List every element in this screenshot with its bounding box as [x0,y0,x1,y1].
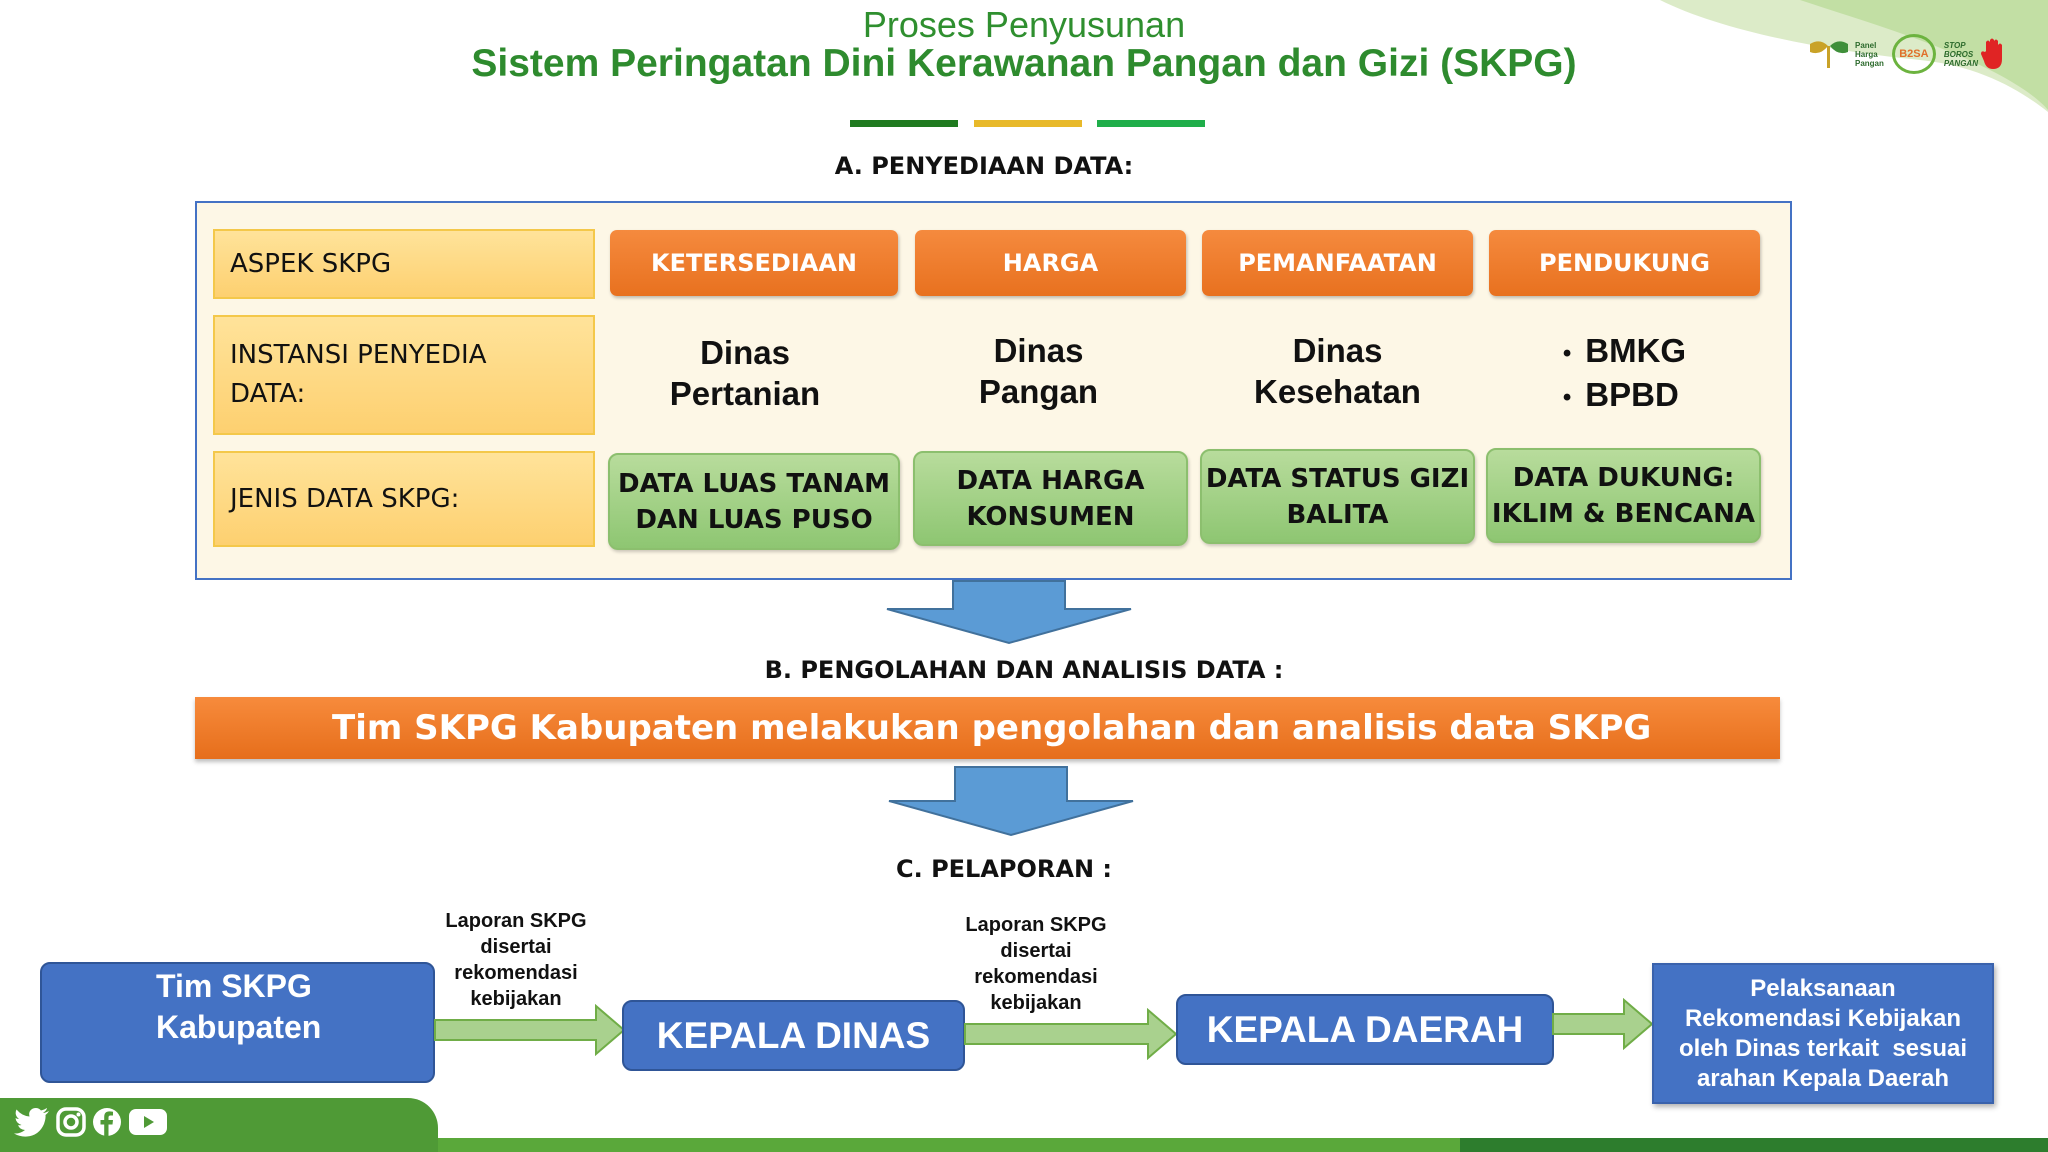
final-line: arahan Kepala Daerah [1696,1064,1950,1092]
right-arrow-icon [1552,998,1654,1050]
jenis-line: KONSUMEN [966,501,1135,532]
instansi-pangan: Dinas Pangan [915,330,1162,424]
jenis-line: DAN LUAS PUSO [635,504,873,535]
report-note-1: Laporan SKPG disertai rekomendasi kebija… [416,908,616,1012]
box-line: Tim SKPG [156,968,312,1004]
title-bar-yellow [974,120,1082,127]
instansi-list-item: BMKG [1563,330,1686,374]
instansi-list: BMKG BPBD [1563,330,1686,418]
jenis-line: DATA DUKUNG: [1512,462,1735,493]
jenis-line: DATA HARGA [956,465,1145,496]
stop-boros-pangan-logo: STOP BOROS PANGAN [1944,37,2006,71]
decorative-wave [1660,0,2048,112]
jenis-status-gizi: DATA STATUS GIZI BALITA [1200,449,1475,544]
page-title: Sistem Peringatan Dini Kerawanan Pangan … [471,42,1577,85]
jenis-line: BALITA [1286,499,1389,530]
tim-skpg-box: Tim SKPG Kabupaten [40,962,435,1083]
jenis-line: IKLIM & BENCANA [1491,498,1756,529]
section-b-heading: B. PENGOLAHAN DAN ANALISIS DATA : [764,656,1284,684]
note-line: Laporan SKPG [965,914,1107,936]
footer-band-dark [1460,1138,2048,1152]
report-note-2: Laporan SKPG disertai rekomendasi kebija… [936,912,1136,1016]
title-bar-lightgreen [1097,120,1205,127]
logo-text-line: Harga [1855,49,1878,59]
logo-text-line: Panel [1855,40,1877,50]
note-line: disertai [1000,940,1072,962]
instansi-line: Dinas [993,332,1084,369]
facebook-icon[interactable] [92,1107,122,1137]
instansi-line: Pertanian [669,375,821,412]
instansi-line: Pangan [978,373,1099,410]
aspek-ketersediaan: KETERSEDIAAN [610,230,898,296]
youtube-icon[interactable] [128,1107,168,1137]
instagram-icon[interactable] [56,1107,86,1137]
social-tab [0,1098,438,1152]
instansi-line: Dinas [1292,332,1383,369]
final-line: Rekomendasi Kebijakan [1684,1004,1962,1032]
analysis-bar: Tim SKPG Kabupaten melakukan pengolahan … [195,697,1780,759]
row-label-jenis: JENIS DATA SKPG: [213,451,595,547]
title-bar-green [850,120,958,127]
section-c-heading: C. PELAPORAN : [895,855,1113,883]
social-icons [14,1104,168,1140]
down-arrow-icon [888,766,1134,837]
instansi-pertanian: Dinas Pertanian [610,332,880,426]
stop-hand-icon [1980,38,2002,69]
instansi-line: Kesehatan [1254,373,1421,410]
policy-implementation-box: Pelaksanaan Rekomendasi Kebijakan oleh D… [1652,963,1994,1104]
page-subtitle: Proses Penyusunan [862,4,1186,45]
note-line: rekomendasi [974,966,1098,988]
aspek-pemanfaatan: PEMANFAATAN [1202,230,1473,296]
note-line: kebijakan [470,988,562,1010]
logo-group: Panel Harga Pangan B2SA STOP BOROS PANGA… [1806,32,2016,76]
panel-harga-pangan-logo: Panel Harga Pangan [1806,38,1884,70]
aspek-harga: HARGA [915,230,1186,296]
aspek-pendukung: PENDUKUNG [1489,230,1760,296]
right-arrow-icon [434,1004,626,1056]
down-arrow-icon [886,580,1132,645]
note-line: rekomendasi [454,962,578,984]
instansi-kesehatan: Dinas Kesehatan [1202,330,1473,424]
row-label-instansi: INSTANSI PENYEDIA DATA: [213,315,595,435]
b2sa-logo: B2SA [1891,34,1936,74]
note-line: kebijakan [990,992,1082,1014]
final-line: Pelaksanaan [1750,974,1896,1002]
box-line: Kabupaten [156,1009,322,1045]
jenis-line: DATA STATUS GIZI [1205,463,1470,494]
jenis-line: DATA LUAS TANAM [617,468,891,499]
leaf-icon [1810,41,1848,68]
note-line: Laporan SKPG [445,910,587,932]
section-a-heading: A. PENYEDIAAN DATA: [834,152,1134,180]
logo-text-line: PANGAN [1943,58,1978,68]
instansi-list-item: BPBD [1563,374,1686,418]
jenis-harga-konsumen: DATA HARGA KONSUMEN [913,451,1188,546]
twitter-icon[interactable] [14,1107,50,1137]
instansi-pendukung: BMKG BPBD [1489,330,1760,424]
logo-text-line: Pangan [1855,58,1884,68]
kepala-dinas-box: KEPALA DINAS [622,1000,965,1071]
jenis-luas-tanam: DATA LUAS TANAM DAN LUAS PUSO [608,453,900,550]
jenis-data-dukung: DATA DUKUNG: IKLIM & BENCANA [1486,448,1761,543]
instansi-line: Dinas [700,334,790,371]
row-label-aspek: ASPEK SKPG [213,229,595,299]
kepala-daerah-box: KEPALA DAERAH [1176,994,1554,1065]
logo-text-line: BOROS [1943,49,1974,59]
note-line: disertai [480,936,552,958]
right-arrow-icon [964,1008,1178,1060]
logo-text-line: STOP [1943,40,1966,50]
final-line: oleh Dinas terkait sesuai [1678,1034,1968,1062]
